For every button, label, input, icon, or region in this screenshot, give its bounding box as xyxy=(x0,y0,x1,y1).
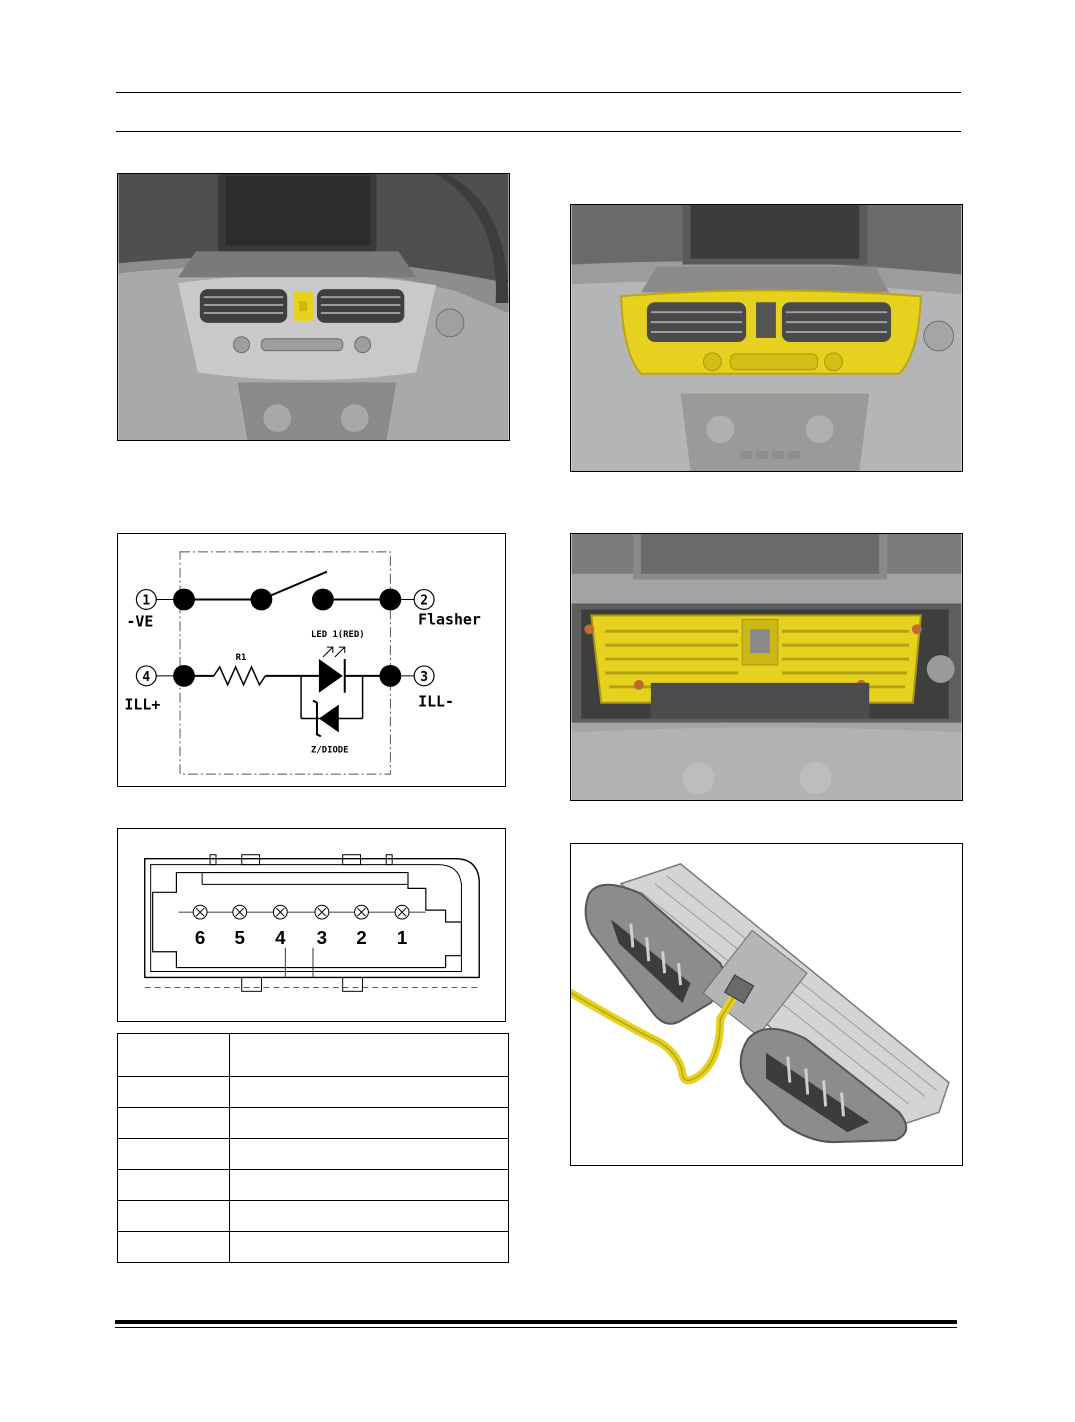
figure-dashboard-hazard-switch xyxy=(117,173,510,441)
table-cell-pin xyxy=(117,1169,230,1201)
table-cell-desc xyxy=(229,1076,509,1108)
pin-1-label: -VE xyxy=(126,612,153,630)
resistor-label: R1 xyxy=(236,653,247,663)
led-label: LED 1(RED) xyxy=(311,630,365,640)
connector-pin-5: 5 xyxy=(235,927,245,948)
terminal-3-dot xyxy=(379,664,402,687)
connector-pin-6: 6 xyxy=(195,927,205,948)
table-cell-desc xyxy=(229,1138,509,1170)
header-rule-bottom xyxy=(116,131,961,132)
figure-switch-schematic: 1 2 3 4 -VE Flasher ILL- ILL+ R1 LED 1(R… xyxy=(117,533,506,787)
table-row xyxy=(117,1231,509,1263)
switch-outline xyxy=(179,551,391,775)
figure-vent-assembly-highlight xyxy=(570,533,963,801)
table-cell-pin xyxy=(117,1076,230,1108)
footer-rule-thin xyxy=(115,1327,957,1328)
left-vent xyxy=(584,883,725,1025)
table-cell-pin xyxy=(117,1107,230,1139)
zener-label: Z/DIODE xyxy=(311,745,349,755)
pin-3-label: ILL- xyxy=(418,693,454,711)
pin-4-label: ILL+ xyxy=(124,696,160,714)
table-row xyxy=(117,1076,509,1108)
resistor-r1 xyxy=(213,665,266,687)
connector-pin-2: 2 xyxy=(356,927,366,948)
schematic-diagram: 1 2 3 4 -VE Flasher ILL- ILL+ R1 LED 1(R… xyxy=(124,551,481,775)
table-row xyxy=(117,1107,509,1139)
footer-rule-thick xyxy=(115,1320,957,1324)
table-header-row xyxy=(117,1033,509,1077)
terminal-4-dot xyxy=(173,664,195,687)
vent-removed-illustration xyxy=(571,844,962,1165)
zener-diode-symbol xyxy=(318,704,339,733)
terminal-2-dot xyxy=(379,588,402,611)
table-cell-pin xyxy=(117,1200,230,1232)
dashboard-illustration xyxy=(118,174,509,440)
table-cell-pin xyxy=(117,1231,230,1263)
table-cell-desc xyxy=(229,1200,509,1232)
table-cell-desc xyxy=(229,1231,509,1263)
pin-2-label: Flasher xyxy=(418,610,481,628)
pin-2-number: 2 xyxy=(420,593,428,608)
connector-pin-3: 3 xyxy=(317,927,327,948)
connector-diagram: 6 5 4 3 2 1 xyxy=(144,854,480,992)
table-cell-pin xyxy=(117,1033,230,1077)
switch-contact xyxy=(261,570,328,601)
header-rule-top xyxy=(116,92,961,93)
table-cell-desc xyxy=(229,1169,509,1201)
vent-assembly-illustration xyxy=(571,534,962,800)
connector-pin-1: 1 xyxy=(397,927,407,948)
figure-vent-assembly-removed xyxy=(570,843,963,1166)
table-row xyxy=(117,1138,509,1170)
terminal-1-dot xyxy=(173,588,195,611)
table-cell-pin xyxy=(117,1138,230,1170)
connector-pin-4: 4 xyxy=(275,927,286,948)
connector-housing xyxy=(144,857,480,979)
pin-4-number: 4 xyxy=(142,670,150,685)
led-symbol xyxy=(318,659,343,693)
figure-connector-pinout: 6 5 4 3 2 1 xyxy=(117,828,506,1022)
pin-3-number: 3 xyxy=(420,670,428,685)
table-cell-desc xyxy=(229,1107,509,1139)
figure-dashboard-trim-highlight xyxy=(570,204,963,472)
pin-1-number: 1 xyxy=(142,593,150,608)
pin-description-table xyxy=(117,1033,509,1263)
table-cell-desc xyxy=(229,1033,509,1077)
table-row xyxy=(117,1200,509,1232)
dashboard-trim-illustration xyxy=(571,205,962,471)
table-row xyxy=(117,1169,509,1201)
harness-connector xyxy=(724,974,755,1004)
